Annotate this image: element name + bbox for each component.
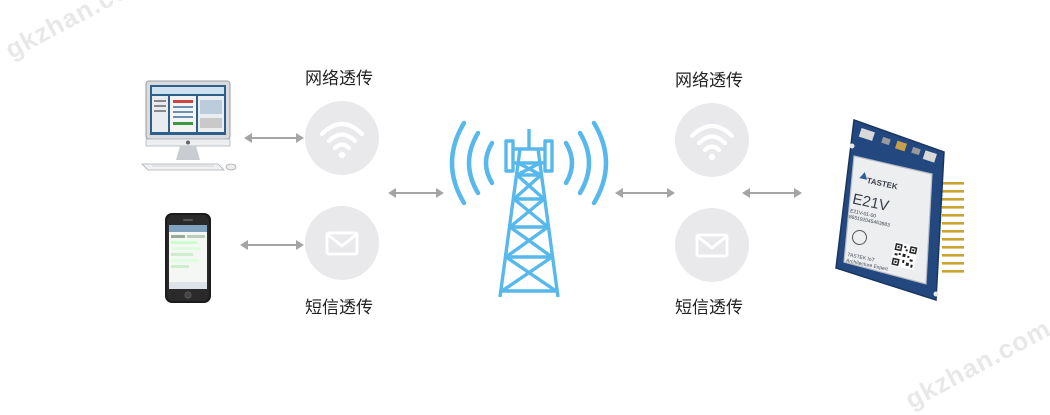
circle-right-network — [675, 103, 749, 177]
wifi-icon — [689, 123, 735, 161]
wifi-icon — [319, 121, 365, 159]
label-left-network: 网络透传 — [305, 69, 373, 89]
label-right-network: 网络透传 — [675, 71, 743, 91]
arrow-computer-network — [244, 130, 304, 149]
qr-code-icon — [889, 241, 919, 274]
circle-left-network — [305, 101, 379, 175]
circle-left-sms — [305, 206, 379, 280]
iot-module-board: TASTEK E21V E21V-01-00 865192045463983 T… — [832, 116, 972, 306]
arrow-right-module — [742, 185, 802, 204]
envelope-icon — [325, 231, 359, 256]
watermark-top: gkzhan.com — [0, 0, 156, 65]
desktop-computer — [140, 78, 240, 178]
label-left-sms: 短信透传 — [305, 298, 373, 318]
arrow-tower-right — [615, 185, 675, 204]
label-right-sms: 短信透传 — [675, 298, 743, 318]
cell-tower-icon — [440, 115, 618, 300]
envelope-icon — [695, 233, 729, 258]
smartphone — [163, 212, 213, 304]
arrow-phone-sms — [240, 237, 304, 256]
arrow-left-tower — [388, 185, 444, 204]
circle-right-sms — [675, 208, 749, 282]
